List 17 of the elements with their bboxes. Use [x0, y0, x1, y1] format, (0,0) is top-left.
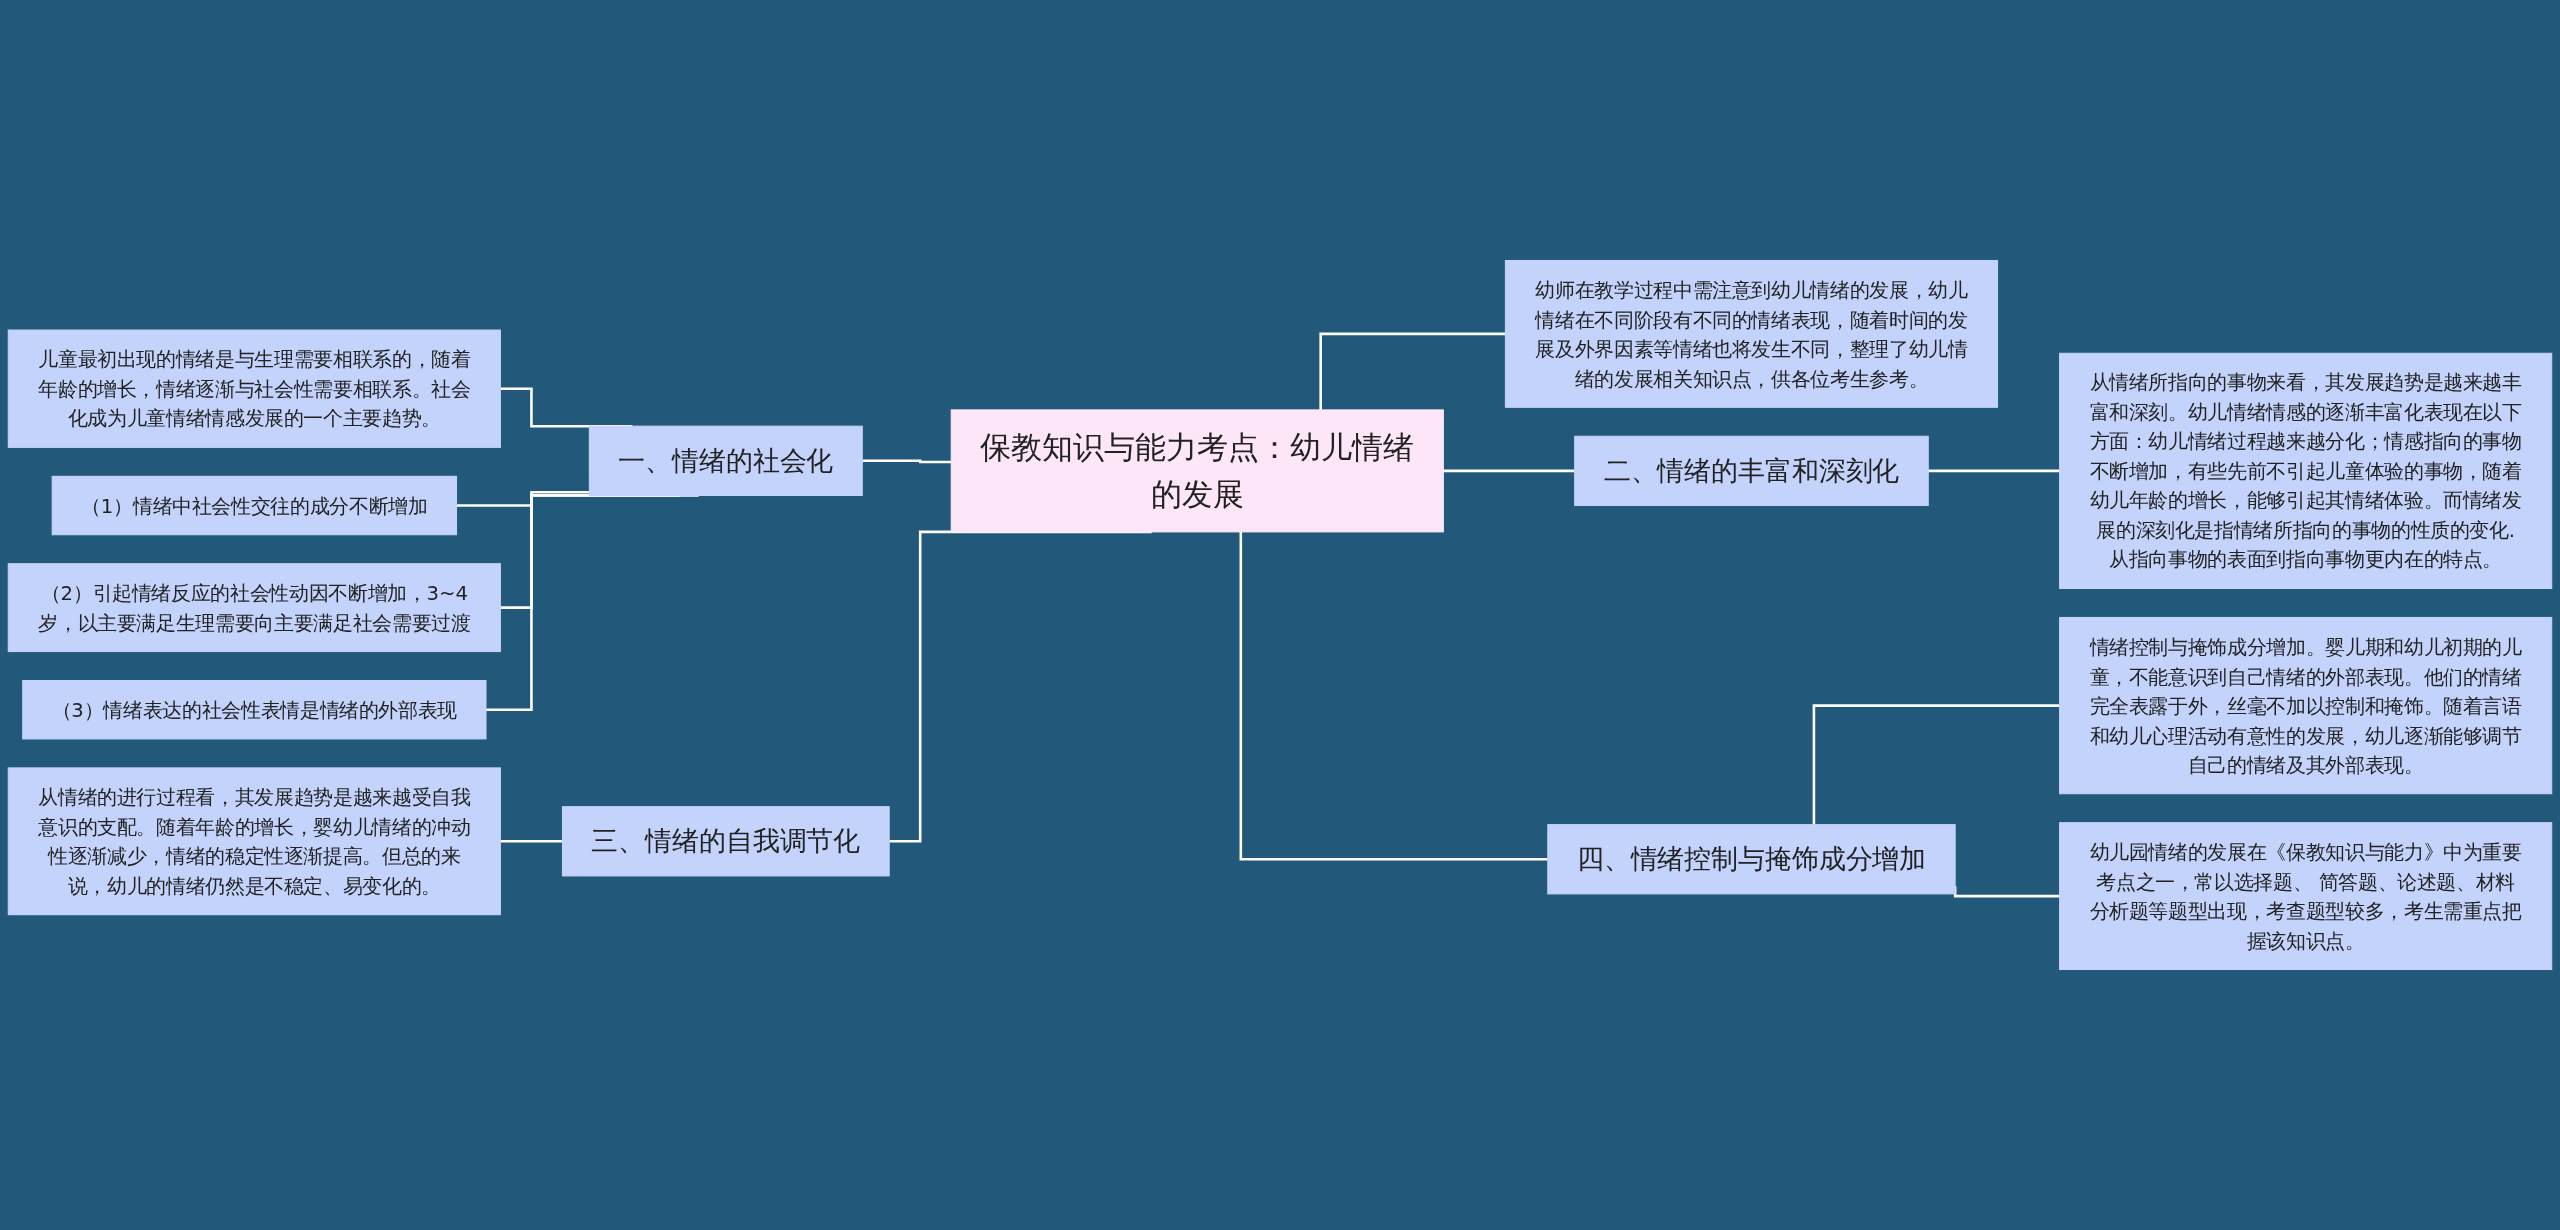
- node-box: 三、情绪的自我调节化: [561, 806, 890, 877]
- connector: [1319, 332, 1506, 410]
- node-box: 从情绪所指向的事物来看，其发展趋势是越来越丰富和深刻。幼儿情绪情感的逐渐丰富化表现在以下方面：幼儿情绪过程越来越分化；情感指向的事物不断增加，有些先前不引起儿童体验的事物，随着幼儿年龄的增长，能够引起其情绪体验。而情绪发展的深刻化是指情绪所指向的事物的性质的变化.从指向事物的表面到指向事物更内在的特点。: [2059, 352, 2553, 590]
- node-box: 儿童最初出现的情绪是与生理需要相联系的，随着年龄的增长，情绪逐渐与社会性需要相联系。社会化成为儿童情绪情感发展的一个主要趋势。: [7, 329, 501, 448]
- connector: [1812, 704, 2060, 825]
- node-box: 幼师在教学过程中需注意到幼儿情绪的发展，幼儿情绪在不同阶段有不同的情绪表现，随着时间的发展及外界因素等情绪也将发生不同，整理了幼儿情绪的发展相关知识点，供各位考生参考。: [1504, 259, 1999, 408]
- node-box: 幼儿园情绪的发展在《保教知识与能力》中为重要考点之一，常以选择题、 简答题、论述题、材料分析题等题型出现，考查题型较多，考生需重点把握该知识点。: [2059, 822, 2553, 971]
- node-box: 一、情绪的社会化: [588, 425, 863, 496]
- node-box: 从情绪的进行过程看，其发展趋势是越来越受自我意识的支配。随着年龄的增长，婴幼儿情绪的冲动性逐渐减少，情绪的稳定性逐渐提高。但总的来说，幼儿的情绪仍然是不稳定、易变化的。: [7, 767, 501, 916]
- connector: [1239, 531, 1548, 861]
- node-box: 四、情绪控制与掩饰成分增加: [1547, 824, 1956, 895]
- node-box: （1）情绪中社会性交往的成分不断增加: [51, 475, 458, 536]
- node-box: （3）情绪表达的社会性表情是情绪的外部表现: [22, 680, 487, 740]
- node-box: 情绪控制与掩饰成分增加。婴儿期和幼儿初期的儿童，不能意识到自己情绪的外部表现。他们的情绪完全表露于外，丝毫不加以控制和掩饰。随着言语和幼儿心理活动有意性的发展，幼儿逐渐能够调节自己的情绪及其外部表现。: [2059, 616, 2553, 795]
- node-box: 二、情绪的丰富和深刻化: [1574, 435, 1929, 507]
- node-box: （2）引起情绪反应的社会性动因不断增加，3~4岁，以主要满足生理需要向主要满足社会需要过渡: [7, 563, 501, 653]
- node-box: 保教知识与能力考点：幼儿情绪的发展: [950, 409, 1444, 533]
